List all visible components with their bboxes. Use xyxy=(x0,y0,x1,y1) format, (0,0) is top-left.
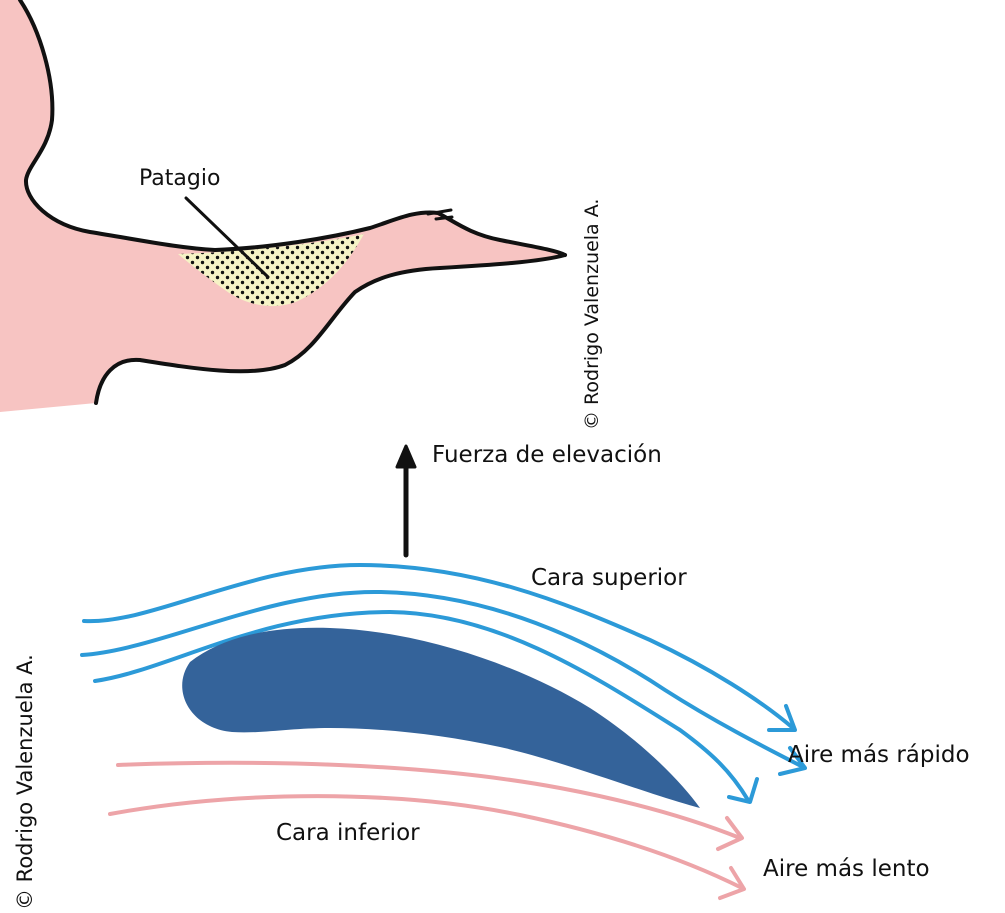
lower-flow-line-2 xyxy=(110,796,742,888)
copyright-credit-top: © Rodrigo Valenzuela A. xyxy=(581,199,603,430)
faster-air-label: Aire más rápido xyxy=(788,742,970,768)
copyright-credit-left: © Rodrigo Valenzuela A. xyxy=(13,654,37,910)
wing-upper-outline xyxy=(20,0,565,255)
lift-force-label: Fuerza de elevación xyxy=(432,442,662,468)
slower-air-label: Aire más lento xyxy=(763,856,930,882)
lower-face-label: Cara inferior xyxy=(276,820,420,846)
upper-face-label: Cara superior xyxy=(531,565,687,591)
airfoil-shape xyxy=(182,628,700,808)
wing-silhouette xyxy=(0,0,565,412)
patagio-label: Patagio xyxy=(139,166,220,191)
bird-wing-illustration xyxy=(0,0,565,412)
lift-arrow xyxy=(397,446,415,555)
